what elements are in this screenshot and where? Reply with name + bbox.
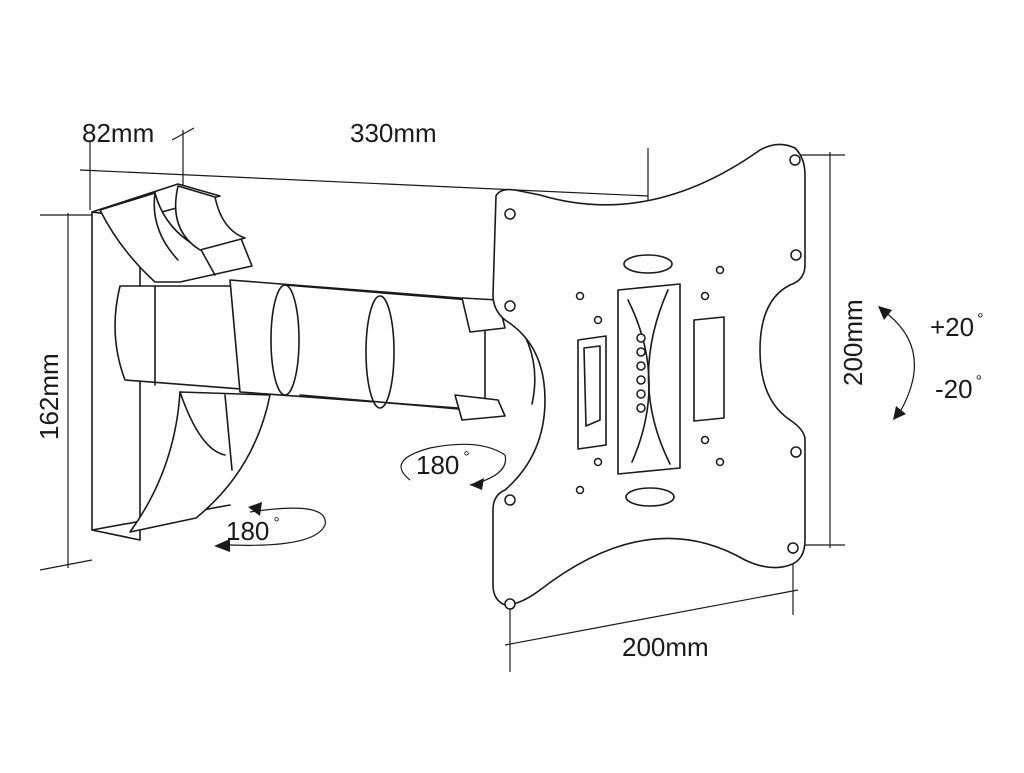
mounting-holes <box>504 154 802 610</box>
wall-plate-depth-label: 82mm <box>82 118 154 148</box>
arm-extension-label: 330mm <box>350 118 437 148</box>
degree-symbol: ° <box>463 449 469 466</box>
rotation-labels: 180° 180° +20° -20° <box>226 311 984 546</box>
dimension-lines <box>39 127 845 672</box>
vesa-plate <box>492 143 806 610</box>
pivot-holes <box>636 333 646 413</box>
arm-swivel-label: 180° <box>416 449 470 480</box>
wall-hinge <box>99 185 253 283</box>
vesa-vertical-label: 200mm <box>838 299 868 386</box>
wall-swivel-label: 180° <box>226 515 280 546</box>
degree-symbol: ° <box>977 311 983 328</box>
dimension-labels: 82mm 330mm 162mm 200mm 200mm <box>34 118 868 662</box>
tilt-down-label: -20° <box>935 373 982 404</box>
extension-arm <box>229 279 536 421</box>
wall-plate-height-label: 162mm <box>34 353 64 440</box>
rotation-arrows <box>214 306 916 552</box>
degree-symbol: ° <box>976 373 982 390</box>
vesa-horizontal-label: 200mm <box>622 632 709 662</box>
tilt-up-label: +20° <box>930 311 984 342</box>
degree-symbol: ° <box>273 515 279 532</box>
